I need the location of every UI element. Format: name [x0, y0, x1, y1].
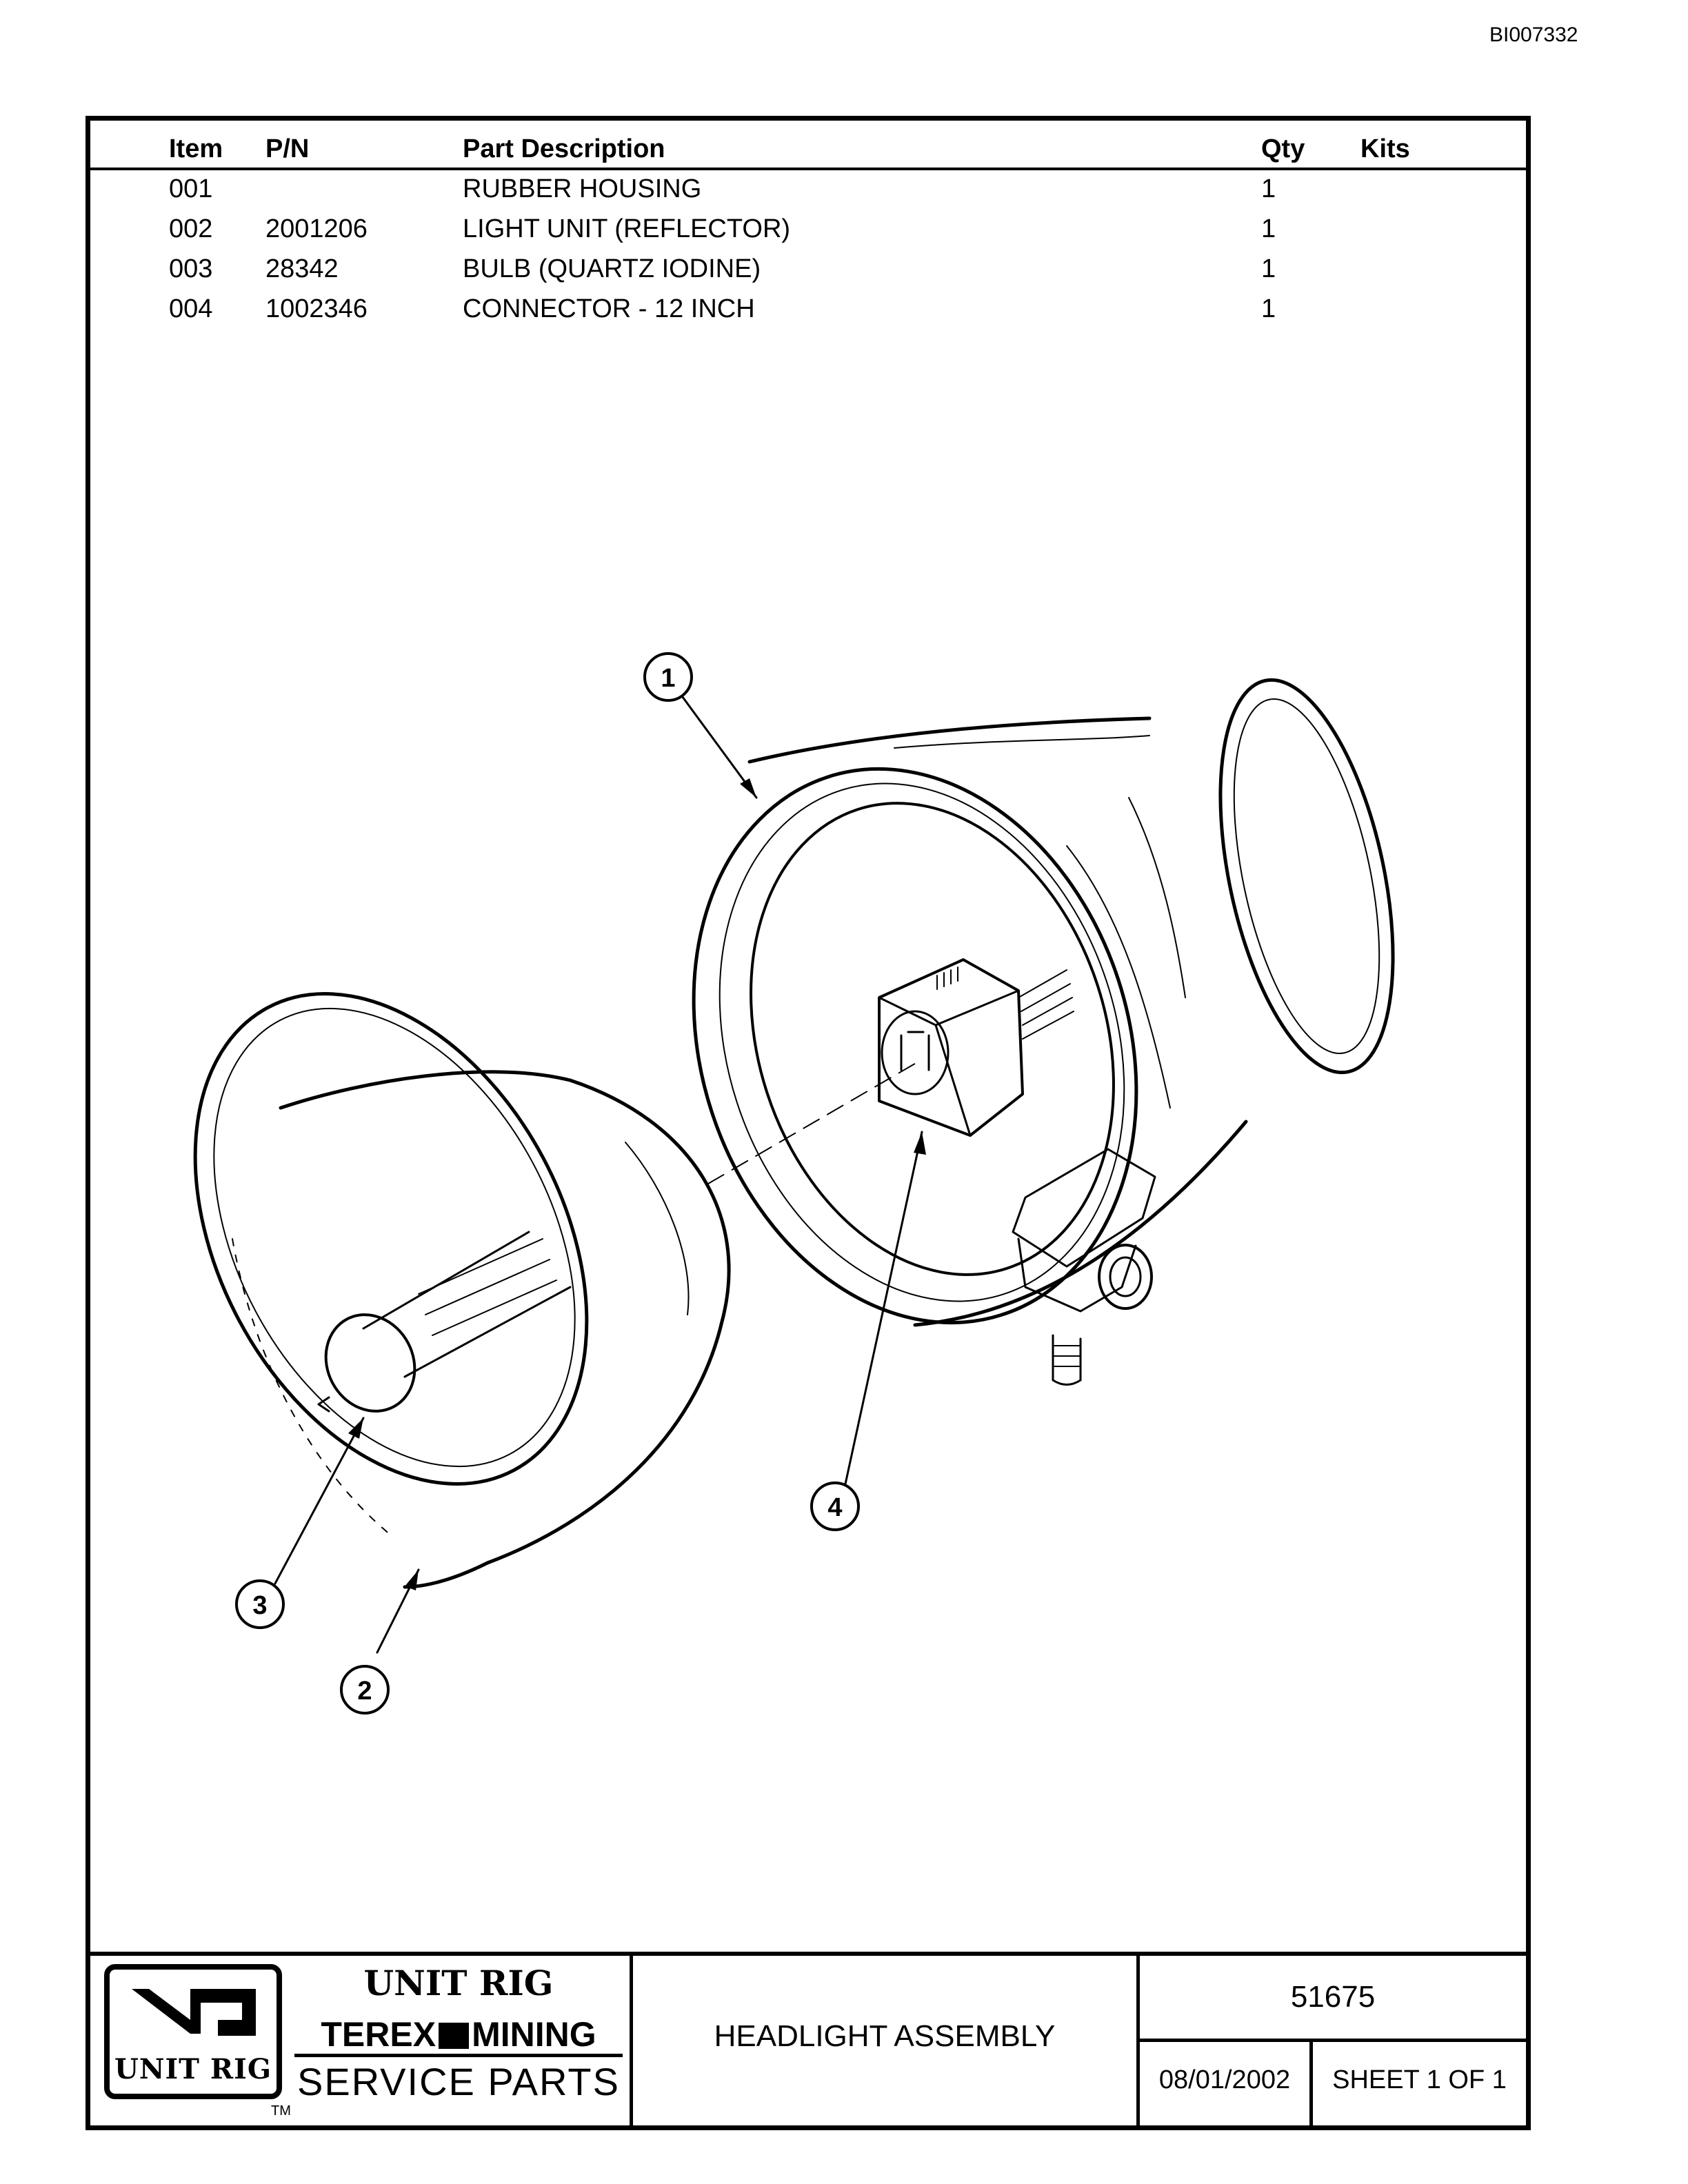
leader-3	[274, 1417, 365, 1585]
row-qty: 1	[1261, 254, 1276, 283]
row-pn: 28342	[265, 254, 339, 283]
header-rule	[90, 168, 1526, 170]
row-pn: 2001206	[265, 214, 368, 243]
drawing-frame: Item P/N Part Description Qty Kits 001 R…	[86, 116, 1531, 2130]
title-block: UNIT RIG UNIT RIG TEREX MINING SERVICE PA…	[90, 1952, 1526, 2125]
callout-3-balloon	[235, 1579, 285, 1629]
reflector-drawing	[193, 992, 731, 1589]
callout-4-label: 4	[827, 1493, 842, 1522]
brand-terex-mining: TEREX MINING	[294, 2015, 623, 2057]
header-description: Part Description	[463, 134, 665, 163]
callout-balloons: 1 4 3 2	[235, 652, 860, 1715]
table-row: 002 2001206 LIGHT UNIT (REFLECTOR) 1	[90, 214, 1526, 253]
callout-2-balloon	[340, 1665, 390, 1715]
row-description: BULB (QUARTZ IODINE)	[463, 254, 761, 283]
title-cell: HEADLIGHT ASSEMBLY	[633, 1956, 1140, 2125]
trademark-symbol: TM	[271, 2103, 291, 2119]
unit-rig-logo-mark	[132, 1989, 256, 2036]
center-line	[707, 1059, 923, 1184]
bulb-drawing	[317, 1231, 572, 1413]
table-row: 001 RUBBER HOUSING 1	[90, 174, 1526, 213]
drawing-number: 51675	[1140, 1956, 1526, 2042]
row-item: 001	[169, 174, 213, 203]
info-cell: 51675 08/01/2002 SHEET 1 OF 1	[1140, 1956, 1526, 2125]
header-kits: Kits	[1360, 134, 1410, 163]
brand-unit-rig: UNIT RIG	[363, 1963, 554, 2003]
row-description: CONNECTOR - 12 INCH	[463, 294, 755, 323]
callout-2-label: 2	[357, 1677, 372, 1706]
callout-3-label: 3	[252, 1591, 267, 1620]
rubber-housing-drawing	[692, 678, 1395, 1386]
row-description: RUBBER HOUSING	[463, 174, 702, 203]
header-pn: P/N	[265, 134, 310, 163]
header-qty: Qty	[1261, 134, 1305, 163]
logo-wordmark: UNIT RIG	[114, 2053, 272, 2085]
row-qty: 1	[1261, 294, 1276, 323]
row-item: 004	[169, 294, 213, 323]
row-pn: 1002346	[265, 294, 368, 323]
sheet-number: SHEET 1 OF 1	[1332, 2065, 1507, 2094]
callout-1-label: 1	[661, 664, 675, 693]
row-item: 002	[169, 214, 213, 243]
drawing-title: HEADLIGHT ASSEMBLY	[714, 2019, 1056, 2053]
drawing-date: 08/01/2002	[1140, 2042, 1313, 2125]
row-item: 003	[169, 254, 213, 283]
table-row: 004 1002346 CONNECTOR - 12 INCH 1	[90, 294, 1526, 333]
logo-cell: UNIT RIG UNIT RIG TEREX MINING SERVICE PA…	[90, 1956, 633, 2125]
headlight-exploded-view: 1 4 3 2	[193, 652, 1395, 1715]
terex-emblem-icon	[439, 2023, 470, 2049]
table-row: 003 28342 BULB (QUARTZ IODINE) 1	[90, 254, 1526, 293]
brand-terex: TEREX	[321, 2015, 436, 2054]
callout-4-balloon	[810, 1482, 860, 1531]
document-id: BI007332	[1489, 23, 1578, 46]
row-description: LIGHT UNIT (REFLECTOR)	[463, 214, 791, 243]
row-qty: 1	[1261, 174, 1276, 203]
header-item: Item	[169, 134, 223, 163]
leader-4	[843, 1131, 923, 1488]
brand-service-parts: SERVICE PARTS	[297, 2060, 620, 2103]
unit-rig-logo: UNIT RIG	[104, 1964, 282, 2099]
leader-1	[679, 693, 758, 799]
callout-1-balloon	[643, 652, 693, 702]
brand-mining: MINING	[472, 2015, 596, 2054]
row-qty: 1	[1261, 214, 1276, 243]
connector-drawing	[878, 958, 1074, 1137]
